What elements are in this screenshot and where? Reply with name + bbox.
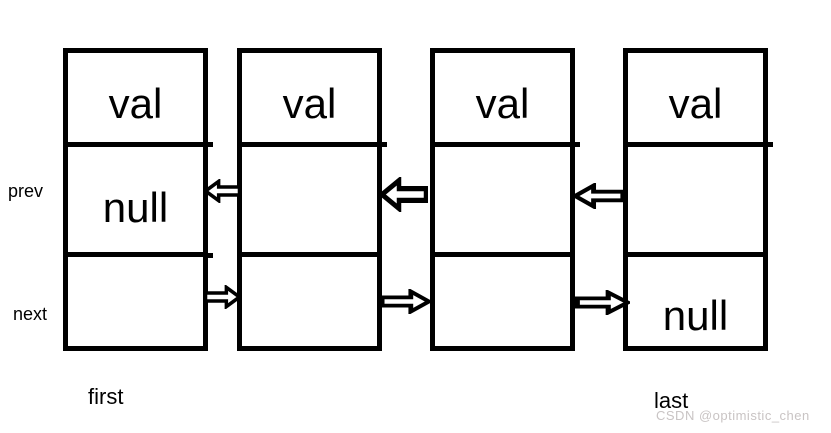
next-arrow-icon — [380, 289, 431, 314]
val-cell: val — [475, 79, 530, 127]
next-cell — [242, 257, 377, 346]
prev-arrow-icon — [573, 183, 625, 209]
prev-cell: null — [68, 142, 203, 257]
next-arrow-icon — [204, 285, 241, 309]
last-pointer-label: last — [654, 388, 689, 413]
next-row-label: next — [13, 304, 48, 324]
divider-stub — [377, 142, 387, 147]
divider-stub — [570, 142, 580, 147]
next-arrow-icon — [575, 290, 630, 315]
watermark-text: CSDN @optimistic_chen — [656, 408, 810, 423]
divider-stub — [763, 142, 773, 147]
divider-stub — [203, 253, 213, 258]
val-cell: val — [282, 79, 337, 127]
first-pointer-label: first — [88, 384, 124, 409]
next-cell: null — [662, 291, 729, 339]
prev-row-label: prev — [8, 181, 44, 201]
prev-arrow-icon — [204, 179, 241, 203]
next-cell — [435, 257, 570, 346]
prev-cell — [435, 142, 570, 257]
list-node-first: val null — [63, 48, 213, 351]
next-cell — [68, 257, 203, 346]
list-node-3: val — [430, 48, 580, 351]
val-cell: val — [108, 79, 163, 127]
prev-cell — [628, 142, 763, 257]
prev-cell — [242, 142, 377, 257]
list-node-last: val null — [623, 48, 773, 351]
list-node-2: val — [237, 48, 387, 351]
val-cell: val — [668, 79, 723, 127]
prev-arrow-icon — [380, 177, 428, 212]
divider-stub — [203, 142, 213, 147]
